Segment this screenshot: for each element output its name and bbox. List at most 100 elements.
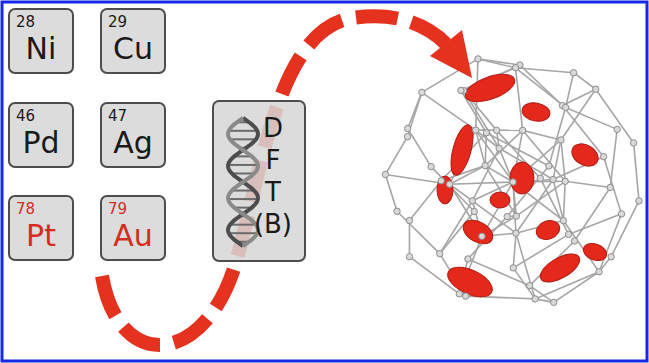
- atom-dot: [438, 178, 444, 184]
- atom-dot: [607, 184, 613, 190]
- atom-dot: [558, 137, 564, 143]
- bond-line: [409, 221, 411, 257]
- atom-dot: [618, 211, 624, 217]
- density-blob: [459, 215, 497, 248]
- bond-line: [574, 73, 596, 90]
- atom-dot: [550, 176, 556, 182]
- dna-strand: [228, 118, 258, 246]
- atom-dot: [546, 163, 552, 169]
- atomic-number: 47: [108, 108, 127, 124]
- bond-line: [476, 130, 513, 182]
- bond-line: [385, 174, 449, 184]
- dna-rung: [229, 232, 258, 234]
- atomic-number: 78: [16, 201, 35, 217]
- dna-rung: [228, 198, 258, 200]
- bond-line: [515, 68, 522, 131]
- bond-line: [516, 233, 535, 299]
- atom-dot: [526, 282, 532, 288]
- dna-rung: [229, 130, 258, 132]
- element-symbol: Au: [113, 219, 153, 253]
- atom-dot: [465, 256, 471, 262]
- density-blob: [490, 192, 510, 208]
- bond-line: [397, 211, 440, 253]
- atom-dot: [382, 171, 388, 177]
- element-symbol: Ni: [26, 32, 57, 66]
- atom-dot: [513, 213, 519, 219]
- bond-line: [563, 181, 565, 220]
- bond-line: [385, 137, 407, 175]
- atom-dot: [562, 178, 568, 184]
- arrow-head: [430, 30, 472, 78]
- element-tile: 78Pt: [8, 195, 74, 261]
- atom-dot: [565, 231, 571, 237]
- atomic-number: 29: [108, 14, 127, 30]
- atom-dot: [608, 254, 614, 260]
- atom-dot: [571, 238, 577, 244]
- cluster-illustration: [382, 56, 642, 306]
- element-tile: 28Ni: [8, 8, 74, 74]
- element-symbol: Pd: [22, 126, 59, 160]
- atom-dot: [600, 153, 606, 159]
- bond-line: [513, 233, 516, 268]
- atom-dot: [636, 198, 642, 204]
- density-blob: [521, 101, 552, 124]
- density-blob: [568, 139, 602, 170]
- bond-line: [566, 73, 574, 108]
- density-blob: [536, 248, 584, 287]
- atomic-number: 28: [16, 14, 35, 30]
- method-label: D F T (B): [254, 112, 292, 240]
- element-tile: 47Ag: [100, 102, 166, 168]
- bond-line: [575, 187, 611, 241]
- atom-dot: [404, 125, 410, 131]
- atom-dot: [493, 127, 499, 133]
- atom-dot: [458, 87, 464, 93]
- bond-line: [523, 130, 561, 140]
- element-tile: 46Pd: [8, 102, 74, 168]
- atom-dot: [479, 233, 485, 239]
- atom-dot: [532, 296, 538, 302]
- bond-line: [530, 286, 554, 303]
- atom-dot: [437, 250, 443, 256]
- atom-dot: [462, 293, 468, 299]
- atom-dot: [537, 175, 543, 181]
- atom-dot: [482, 162, 488, 168]
- atom-dot: [560, 217, 566, 223]
- bond-line: [565, 181, 610, 187]
- method-tile: D F T (B): [212, 100, 306, 262]
- atom-dot: [630, 140, 636, 146]
- atom-dot: [419, 89, 425, 95]
- bond-line: [596, 89, 634, 143]
- element-tile: 29Cu: [100, 8, 166, 74]
- density-blob: [443, 261, 497, 303]
- density-blob: [437, 176, 453, 204]
- density-blob: [534, 217, 563, 242]
- atom-dot: [551, 299, 557, 305]
- bond-line: [515, 68, 565, 108]
- bond-line: [478, 59, 516, 68]
- bond-line: [611, 201, 639, 257]
- dna-rung: [230, 224, 256, 226]
- atom-dot: [504, 213, 510, 219]
- bond-line: [408, 129, 431, 167]
- atom-dot: [404, 133, 410, 139]
- bond-line: [561, 140, 565, 181]
- atom-dot: [519, 127, 525, 133]
- dna-rung: [230, 138, 256, 140]
- atom-dot: [446, 181, 452, 187]
- atom-dot: [510, 265, 516, 271]
- bond-line: [610, 129, 617, 187]
- atom-dot: [394, 208, 400, 214]
- bond-line: [634, 143, 639, 201]
- atom-dot: [513, 230, 519, 236]
- atom-dot: [570, 70, 576, 76]
- bond-line: [409, 181, 441, 221]
- element-tile: 79Au: [100, 195, 166, 261]
- atom-dot: [456, 291, 462, 297]
- atomic-number: 79: [108, 201, 127, 217]
- atom-dot: [596, 269, 602, 275]
- atom-dot: [469, 198, 475, 204]
- bond-line: [450, 182, 513, 184]
- atom-dot: [512, 65, 518, 71]
